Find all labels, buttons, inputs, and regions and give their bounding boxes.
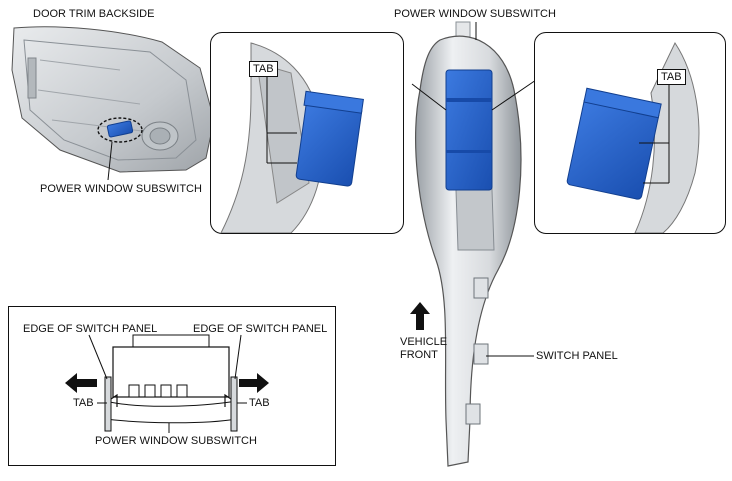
arrow-right-icon bbox=[239, 373, 269, 393]
door-trim-illustration bbox=[11, 26, 215, 181]
door-trim-backside-label: DOOR TRIM BACKSIDE bbox=[33, 8, 155, 20]
tab-label-detail-left: TAB bbox=[73, 397, 94, 409]
tab-label-detail-right: TAB bbox=[249, 397, 270, 409]
left-detail-inset: TAB bbox=[210, 32, 404, 234]
tab-label-left-inset: TAB bbox=[249, 61, 278, 77]
arrow-up-icon bbox=[410, 302, 430, 330]
right-detail-inset: TAB bbox=[534, 32, 726, 234]
power-window-subswitch-label-detail: POWER WINDOW SUBSWITCH bbox=[95, 435, 257, 447]
tab-detail-box: EDGE OF SWITCH PANEL EDGE OF SWITCH PANE… bbox=[8, 306, 336, 466]
tab-label-right-inset: TAB bbox=[657, 69, 686, 85]
arrow-left-icon bbox=[65, 373, 97, 393]
power-window-subswitch-label-top: POWER WINDOW SUBSWITCH bbox=[394, 8, 556, 20]
power-window-subswitch-label-left: POWER WINDOW SUBSWITCH bbox=[40, 183, 202, 195]
edge-of-switch-panel-label-right: EDGE OF SWITCH PANEL bbox=[193, 323, 328, 335]
switch-panel-label: SWITCH PANEL bbox=[536, 350, 618, 362]
switch-panel-illustration bbox=[411, 21, 537, 467]
edge-of-switch-panel-label-left: EDGE OF SWITCH PANEL bbox=[23, 323, 158, 335]
vehicle-front-label: VEHICLE FRONT bbox=[400, 336, 448, 361]
